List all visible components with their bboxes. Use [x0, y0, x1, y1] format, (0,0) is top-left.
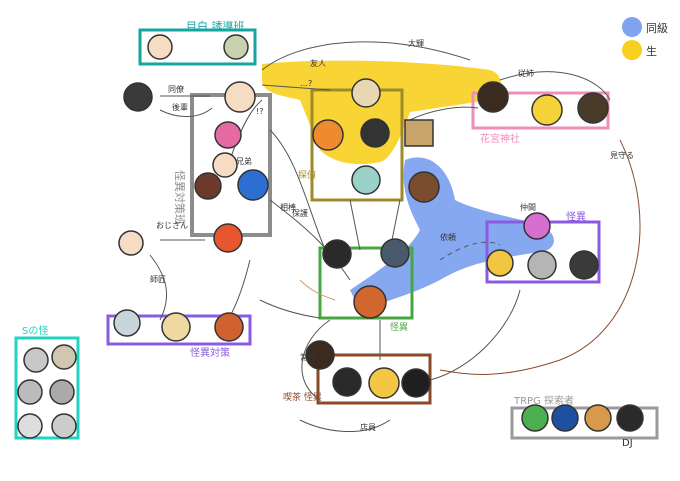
legend-label: 同級	[646, 22, 668, 35]
group-box-teal-left	[14, 336, 80, 440]
edge-label: 師匠	[150, 274, 166, 284]
character-head	[521, 404, 549, 432]
yellow-band	[262, 60, 502, 165]
connector-lines	[149, 41, 641, 433]
legend-swatch-yellow	[622, 40, 642, 60]
character-heads	[17, 34, 644, 439]
character-head	[322, 239, 352, 269]
character-head	[523, 212, 551, 240]
character-head	[577, 92, 609, 124]
edge-label: おじさん	[156, 221, 188, 230]
edge-labels: 友人 …? 大輝 従姉 見守る 保護 同僚 後輩 相棒 おじさん 師匠 兄弟 依…	[150, 38, 634, 432]
character-head	[214, 121, 242, 149]
character-head	[616, 404, 644, 432]
edge-label: 常連	[300, 352, 316, 362]
group-label: TRPG 探索者	[513, 394, 574, 407]
group-label: Sの怪	[22, 324, 48, 337]
edge-label: 大輝	[408, 38, 424, 48]
character-head	[194, 172, 222, 200]
character-head	[224, 81, 256, 113]
edge-label: 依頼	[440, 232, 456, 242]
group-label: 花宮神社	[480, 132, 520, 145]
character-head	[486, 249, 514, 277]
character-head	[312, 119, 344, 151]
edge-label: 兄弟	[236, 156, 252, 166]
group-box-teal-top	[138, 28, 257, 66]
bottom-name: DJ	[622, 438, 633, 449]
edge-label: …?	[300, 79, 312, 88]
character-head	[360, 118, 390, 148]
character-head	[401, 368, 431, 398]
character-head	[51, 344, 77, 370]
character-head	[147, 34, 173, 60]
group-label: 探偵	[298, 169, 316, 181]
character-head	[404, 119, 434, 147]
group-label: 怪異対策	[190, 346, 230, 359]
character-head	[584, 404, 612, 432]
character-head	[118, 230, 144, 256]
character-head	[214, 312, 244, 342]
group-label: 怪異	[566, 210, 586, 223]
blue-band	[350, 157, 554, 310]
character-head	[237, 169, 269, 201]
legend-swatch-blue	[622, 17, 642, 37]
group-box-gray-bottom	[510, 406, 659, 440]
character-head	[380, 238, 410, 268]
edge-label: 同僚	[168, 84, 184, 94]
edge-label: 後輩	[172, 102, 188, 112]
character-head	[408, 171, 440, 203]
character-head	[569, 250, 599, 280]
edge-label: 相棒	[280, 202, 296, 212]
edge-label: 友人	[310, 58, 326, 68]
character-head	[305, 340, 335, 370]
legend-label: 生	[646, 44, 657, 58]
group-label: 怪異	[390, 321, 408, 333]
character-head	[353, 285, 387, 319]
character-head	[213, 223, 243, 253]
character-head	[123, 82, 153, 112]
character-head	[161, 312, 191, 342]
character-head	[368, 367, 400, 399]
character-head	[17, 379, 43, 405]
edge-label: 店員	[360, 422, 376, 432]
edge-label: 見守る	[610, 150, 634, 160]
character-head	[223, 34, 249, 60]
character-head	[351, 78, 381, 108]
group-label: 目白 誘導班	[186, 19, 245, 33]
character-head	[49, 379, 75, 405]
edge-label: 仲間	[520, 202, 536, 212]
character-head	[477, 81, 509, 113]
character-head	[51, 413, 77, 439]
character-head	[527, 250, 557, 280]
character-head	[212, 152, 238, 178]
edge-label: 保護	[292, 208, 308, 218]
legend: 同級 生	[622, 17, 668, 60]
character-head	[551, 404, 579, 432]
group-label: 怪異対策班	[173, 170, 187, 225]
character-head	[332, 367, 362, 397]
character-head	[531, 94, 563, 126]
edge-label: 従姉	[518, 68, 534, 78]
character-head	[23, 347, 49, 373]
character-head	[17, 413, 43, 439]
group-label: 喫茶 怪異	[283, 391, 322, 403]
character-head	[351, 165, 381, 195]
character-head	[113, 309, 141, 337]
edge-label: !?	[256, 107, 263, 116]
